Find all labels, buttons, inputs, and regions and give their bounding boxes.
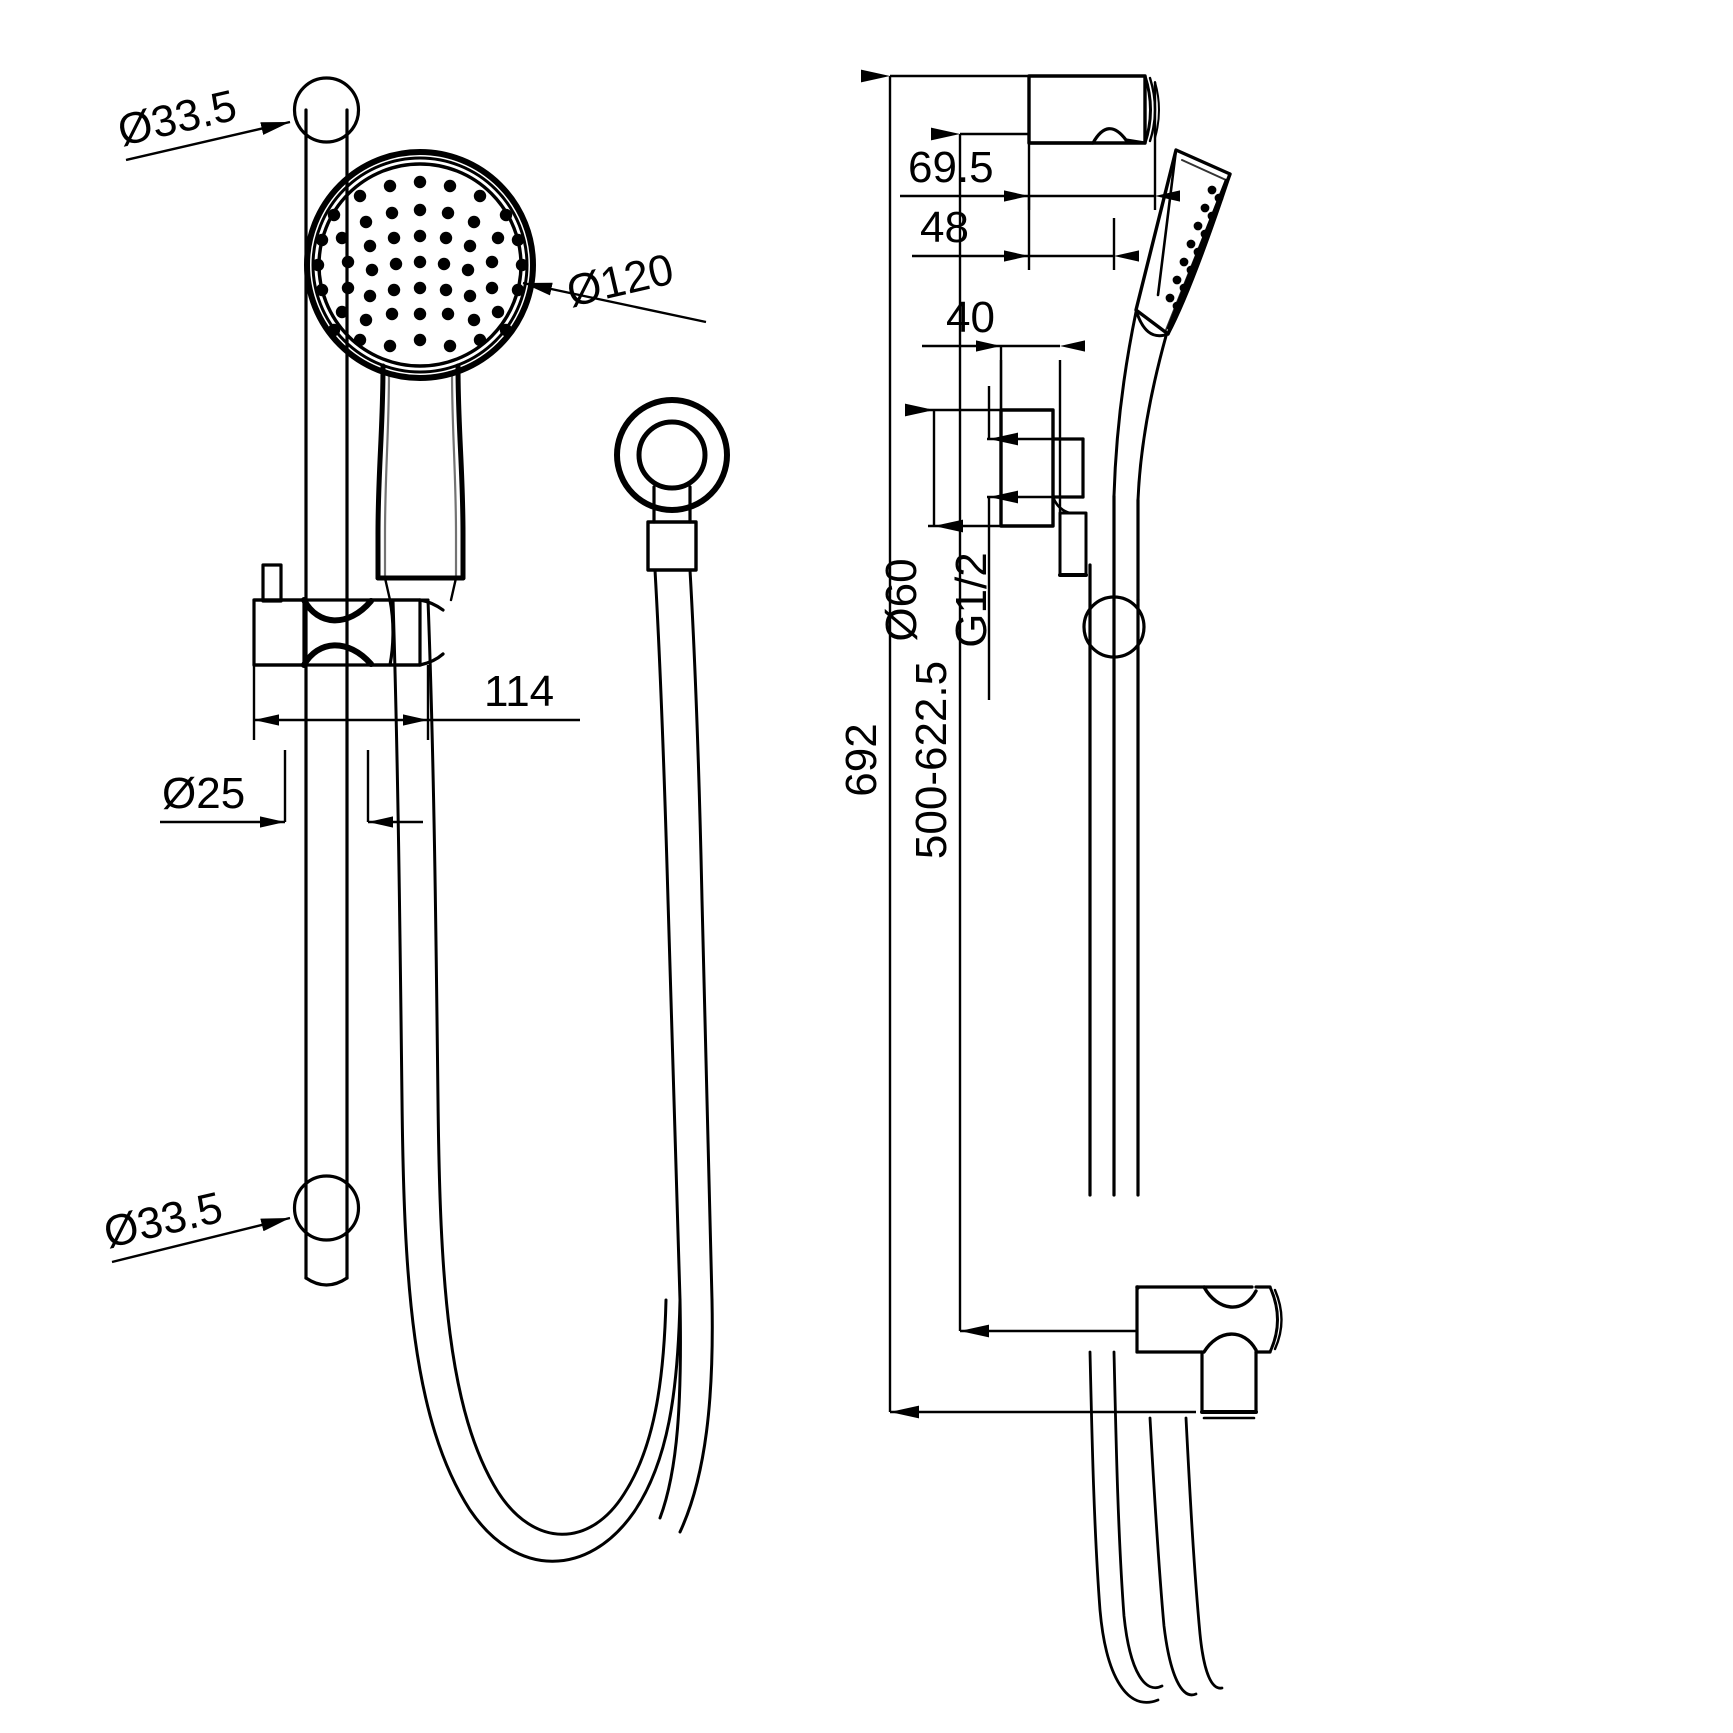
dim-leader-bottom-bracket (111, 1216, 291, 1264)
dim-label-wall-outlet-projection: 69.5 (908, 143, 994, 192)
dim-25 (160, 750, 423, 828)
dim-label-hose-elbow-projection: 48 (920, 203, 969, 252)
dim-500-622-5 (931, 127, 1137, 1338)
shower-hose-front (391, 598, 682, 1563)
side-view-dimensions: 692 500-622.5 69.5 48 (837, 69, 1196, 1419)
dim-leader-top-bracket (125, 120, 291, 162)
dim-label-thread: G1/2 (947, 552, 996, 647)
spray-nozzle-pattern (311, 175, 529, 353)
dim-label-overall-height: 692 (837, 723, 886, 796)
shower-hose-side (1088, 1350, 1224, 1704)
wall-flange-side (999, 408, 1088, 577)
dim-label-adjustable-range: 500-622.5 (907, 661, 956, 859)
dim-leader-shower-head (522, 281, 707, 324)
rail-tube-side (1082, 563, 1146, 1197)
rail-bracket-top (292, 76, 361, 144)
rail-tube (304, 108, 349, 1287)
spray-face-edge (1165, 178, 1228, 330)
hand-shower-handle (375, 363, 466, 602)
dim-40 (922, 340, 1085, 513)
rail-bracket-bottom (292, 1174, 361, 1242)
wall-outlet-side (1027, 74, 1160, 145)
hand-shower-side (1112, 148, 1232, 602)
slider-bracket-side-body (1135, 1285, 1283, 1420)
dim-label-rail-tube: Ø25 (162, 769, 245, 818)
dim-label-bracket-projection: 40 (946, 293, 995, 342)
front-view-group (252, 76, 730, 1563)
dim-label-flange: Ø60 (877, 558, 926, 641)
dim-label-handset-offset: 114 (484, 667, 554, 716)
dim-114 (252, 665, 580, 740)
dim-692 (861, 69, 1196, 1419)
side-view-group (999, 74, 1283, 1704)
dim-69-5 (900, 82, 1180, 210)
wall-outlet-elbow-front (614, 397, 730, 1534)
dim-48 (912, 196, 1139, 270)
dim-g12 (987, 386, 1053, 700)
